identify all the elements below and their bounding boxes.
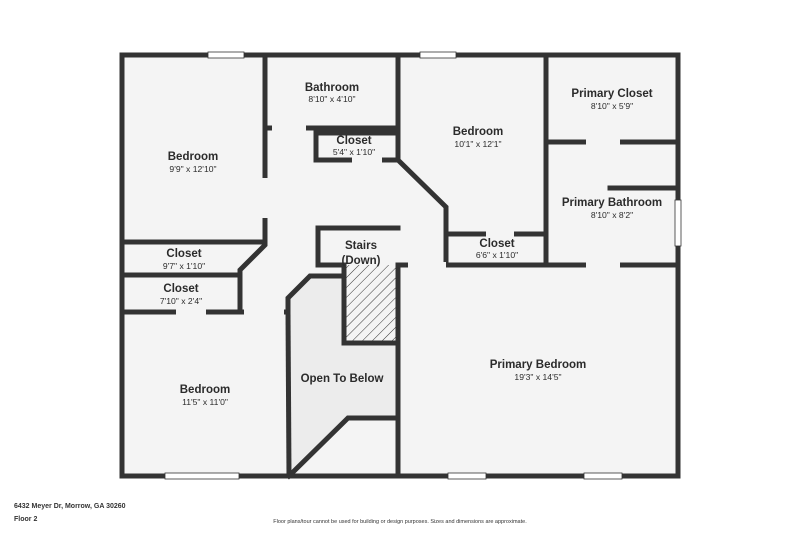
room-name-closet-hall: Closet: [336, 135, 371, 147]
room-dims-closet-a: 9'7" x 1'10": [163, 261, 205, 271]
room-name-stairs-direction: (Down): [342, 255, 381, 267]
room-name-primary-bedroom: Primary Bedroom: [490, 359, 587, 371]
room-dims-closet-b: 7'10" x 2'4": [160, 296, 202, 306]
door-openings: [176, 125, 620, 315]
room-dims-bathroom: 8'10" x 4'10": [308, 94, 355, 104]
room-name-primary-bathroom: Primary Bathroom: [562, 197, 662, 209]
room-name-bedroom-center: Bedroom: [453, 126, 503, 138]
floor-label: Floor 2: [14, 516, 38, 523]
stairs-hatch: [344, 265, 396, 343]
room-name-open-to-below: Open To Below: [301, 373, 384, 385]
room-name-primary-closet: Primary Closet: [571, 88, 652, 100]
room-dims-bedroom-sw: 11'5" x 11'0": [182, 397, 228, 407]
room-dims-primary-closet: 8'10" x 5'9": [591, 101, 633, 111]
room-dims-bedroom-nw: 9'9" x 12'10": [169, 164, 216, 174]
room-name-stairs: Stairs: [345, 240, 377, 252]
room-name-bedroom-nw: Bedroom: [168, 151, 218, 163]
room-name-closet-c: Closet: [479, 238, 514, 250]
room-dims-closet-c: 6'6" x 1'10": [476, 250, 518, 260]
room-name-closet-a: Closet: [166, 248, 201, 260]
room-name-closet-b: Closet: [163, 283, 198, 295]
room-dims-primary-bathroom: 8'10" x 8'2": [591, 210, 633, 220]
open-to-below-area: [289, 276, 398, 476]
room-dims-primary-bedroom: 19'3" x 14'5": [514, 372, 561, 382]
property-address: 6432 Meyer Dr, Morrow, GA 30260: [14, 503, 126, 510]
windows: [164, 51, 682, 480]
room-dims-closet-hall: 5'4" x 1'10": [333, 147, 375, 157]
disclaimer-text: Floor plans/tour cannot be used for buil…: [273, 519, 527, 525]
room-name-bathroom: Bathroom: [305, 82, 359, 94]
room-name-bedroom-sw: Bedroom: [180, 384, 230, 396]
room-dims-bedroom-center: 10'1" x 12'1": [454, 139, 501, 149]
